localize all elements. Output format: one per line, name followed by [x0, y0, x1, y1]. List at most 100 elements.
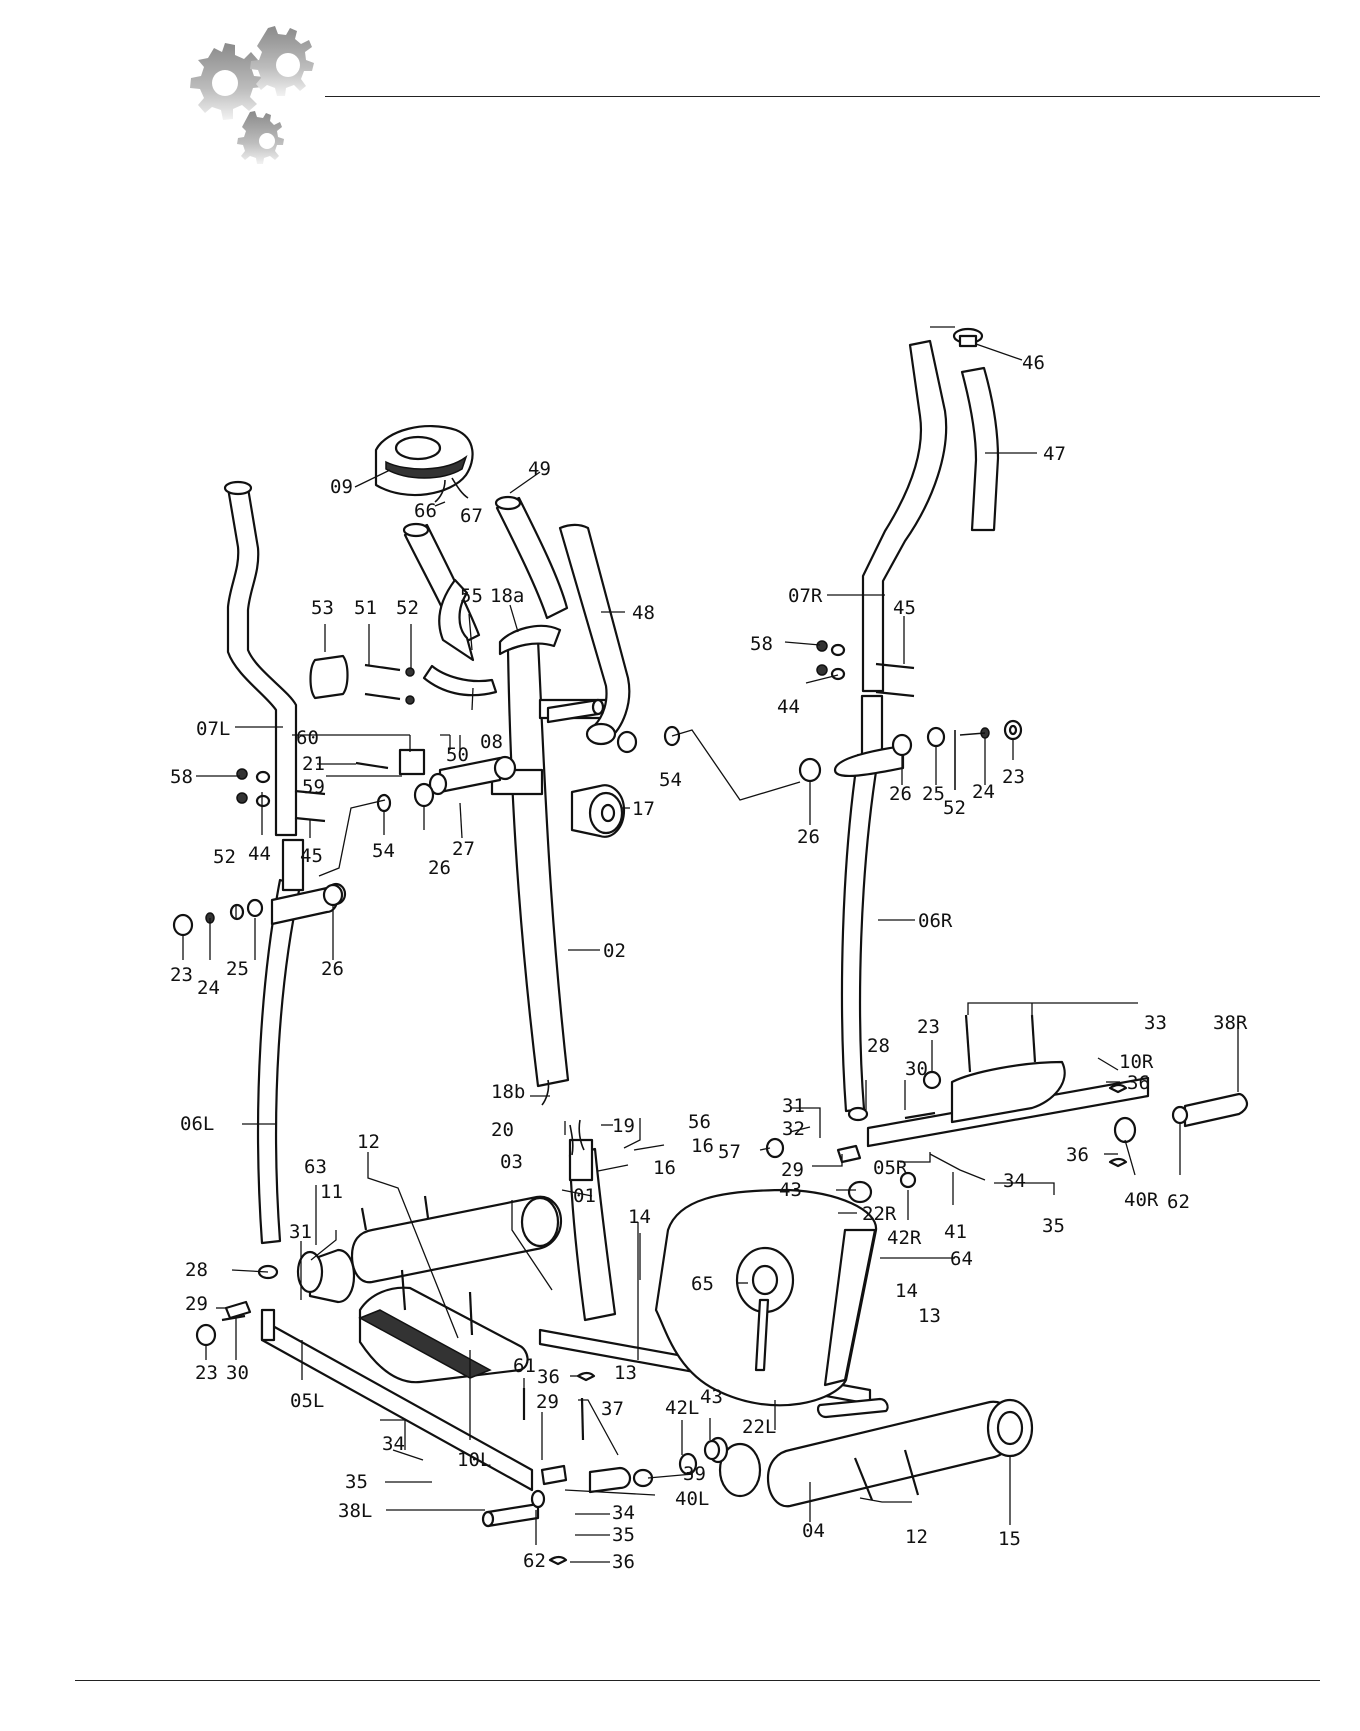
bolt-pedal-a: [400, 1269, 407, 1311]
part-label-14-right: 14: [895, 1280, 918, 1302]
part-label-36-right-a: 36: [1127, 1072, 1150, 1094]
bushing-26-left: [322, 883, 344, 907]
part-label-10R: 10R: [1119, 1051, 1154, 1073]
pivot-sleeve-right: [860, 694, 884, 758]
bushing-40L: [588, 1466, 632, 1494]
part-label-01: 01: [573, 1185, 596, 1207]
part-label-02: 02: [603, 940, 626, 962]
cable-19: [578, 1119, 585, 1151]
part-label-51: 51: [354, 597, 377, 619]
part-label-03: 03: [500, 1151, 523, 1173]
part-label-35-left: 35: [345, 1471, 368, 1493]
bolt-37: [580, 1397, 585, 1441]
part-label-30-left: 30: [226, 1362, 249, 1384]
part-number-labels: 01 02 03 04 05L 05R 06L 06R 07L 07R 08 0…: [170, 352, 1248, 1573]
part-label-39: 39: [683, 1463, 706, 1485]
part-label-07R: 07R: [788, 585, 823, 607]
part-label-29-bottom: 29: [536, 1391, 559, 1413]
part-label-38R: 38R: [1213, 1012, 1248, 1034]
part-label-36-right-b: 36: [1066, 1144, 1089, 1166]
axle-38R: [1183, 1092, 1249, 1128]
part-label-44-left: 44: [248, 843, 271, 865]
part-label-42L: 42L: [665, 1397, 699, 1419]
bearing-43-left: [703, 1439, 721, 1461]
part-label-22L: 22L: [742, 1416, 776, 1438]
part-label-26-center: 26: [428, 857, 451, 879]
part-label-04: 04: [802, 1520, 825, 1542]
part-label-14-left: 14: [628, 1206, 651, 1228]
bushing-26-right-b: [891, 733, 913, 757]
pin-21: [355, 761, 389, 770]
clip-36-right-b: [1108, 1157, 1128, 1168]
wheel-43: [718, 1442, 762, 1498]
part-label-12-top: 12: [357, 1131, 380, 1153]
part-label-23-left: 23: [170, 964, 193, 986]
pedal-10R: [950, 1060, 1066, 1124]
part-label-23-center: 23: [917, 1016, 940, 1038]
part-label-22R: 22R: [862, 1203, 897, 1225]
console-wire-66: [434, 479, 446, 503]
part-label-31-left: 31: [289, 1221, 312, 1243]
clip-36-left: [576, 1371, 596, 1382]
part-label-15: 15: [998, 1528, 1021, 1550]
part-label-32: 32: [782, 1118, 805, 1140]
end-cap-left: [223, 480, 253, 496]
cable-20: [569, 1124, 574, 1156]
washer-62-right: [1171, 1105, 1189, 1125]
part-label-13-left: 13: [614, 1362, 637, 1384]
part-label-60: 60: [296, 727, 319, 749]
washer-54-left: [376, 793, 392, 813]
part-label-59: 59: [302, 776, 325, 798]
part-label-36-left: 36: [537, 1366, 560, 1388]
header-rule: [325, 96, 1320, 97]
bolts-51: [364, 663, 415, 705]
part-label-48: 48: [632, 602, 655, 624]
part-label-58-right: 58: [750, 633, 773, 655]
end-cap-23-left: [172, 913, 194, 937]
part-label-53: 53: [311, 597, 334, 619]
part-label-09: 09: [330, 476, 353, 498]
footer-rule: [75, 1680, 1320, 1681]
part-label-07L: 07L: [196, 718, 230, 740]
mount-plate-18a: [498, 624, 562, 656]
pivot-sleeve-left: [281, 838, 305, 892]
part-label-28-right: 28: [867, 1035, 890, 1057]
handlebar-07L: [226, 486, 298, 837]
cover-53: [309, 654, 349, 700]
part-label-43-right: 43: [779, 1179, 802, 1201]
clip-36-right-a: [1108, 1083, 1128, 1094]
block-29-bottom: [540, 1464, 568, 1486]
part-label-37: 37: [601, 1398, 624, 1420]
handlebar-48: [558, 523, 631, 742]
part-label-38L: 38L: [338, 1500, 372, 1522]
rear-stabilizer-04: [766, 1400, 1018, 1508]
part-label-47: 47: [1043, 443, 1066, 465]
part-label-52-left: 52: [213, 846, 236, 868]
bolts-45-right: [816, 640, 915, 698]
part-label-16-b: 16: [653, 1157, 676, 1179]
part-label-24-left: 24: [197, 977, 220, 999]
bolt-33-b: [1030, 1014, 1037, 1063]
part-label-19: 19: [612, 1115, 635, 1137]
part-label-54-left: 54: [372, 840, 395, 862]
part-label-45-right: 45: [893, 597, 916, 619]
part-label-08: 08: [480, 731, 503, 753]
part-label-06R: 06R: [918, 910, 953, 932]
part-label-05R: 05R: [873, 1157, 908, 1179]
bracket-60: [398, 748, 426, 776]
part-label-06L: 06L: [180, 1113, 214, 1135]
grip-47: [960, 366, 1000, 532]
part-label-40R: 40R: [1124, 1189, 1159, 1211]
bolt-pedal-b: [468, 1291, 474, 1336]
part-label-64: 64: [950, 1248, 973, 1270]
part-label-56: 56: [688, 1111, 711, 1133]
part-label-49: 49: [528, 458, 551, 480]
lower-arm-06L: [256, 878, 302, 1245]
end-cap-23-bottom-left: [195, 1323, 217, 1347]
washer-25-right: [926, 726, 946, 748]
part-label-55: 55: [460, 585, 483, 607]
front-stabilizer-03: [350, 1195, 563, 1284]
part-label-34-bottom: 34: [612, 1502, 635, 1524]
part-label-46: 46: [1022, 352, 1045, 374]
